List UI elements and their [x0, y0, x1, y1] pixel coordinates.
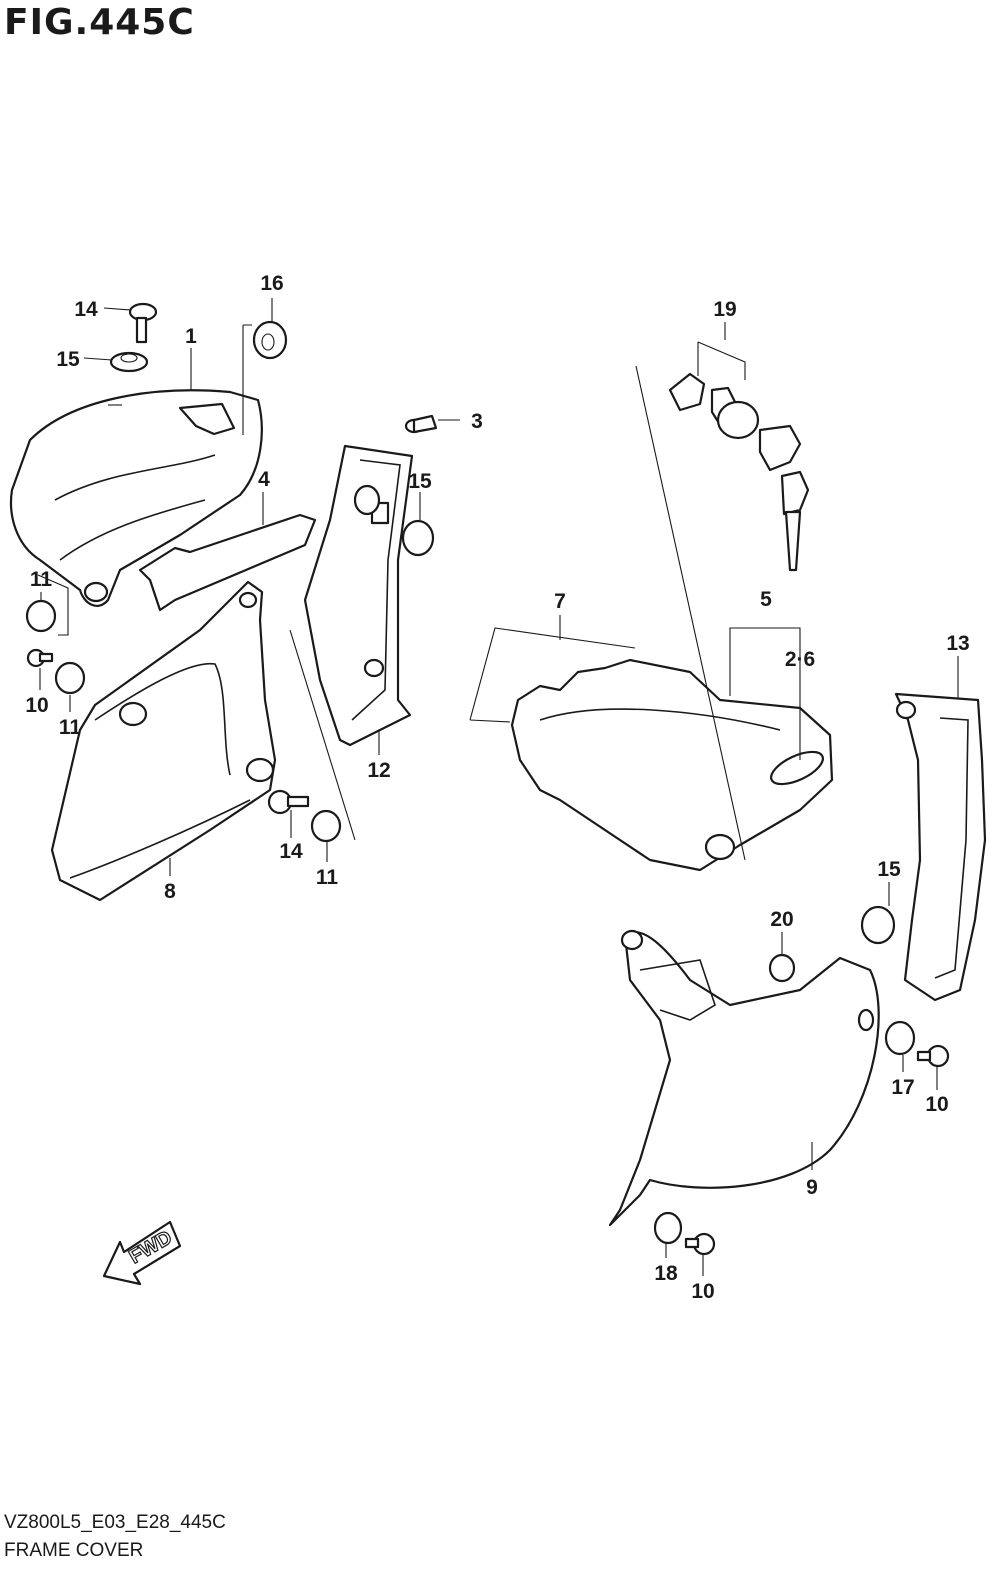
callout-15-right: 15 [877, 858, 901, 881]
leader-11-diagonal [289, 629, 356, 841]
part-9-lower-cover [608, 929, 880, 1227]
callout-10-right: 10 [925, 1093, 948, 1116]
leader-19-diagonal [635, 365, 746, 861]
callout-11-lower: 11 [59, 716, 82, 739]
callout-10-left: 10 [25, 694, 48, 717]
leader-16 [242, 324, 252, 435]
fwd-arrow-icon: FWD [102, 1220, 182, 1286]
callout-14-upper: 14 [74, 298, 98, 321]
callout-15-upper: 15 [56, 348, 80, 371]
leader-5 [729, 627, 801, 760]
part-18-grommet [653, 1211, 683, 1245]
callout-16: 16 [260, 272, 283, 295]
part-3-collar [404, 414, 438, 434]
part-14-screw-lower [267, 789, 310, 815]
part-15-grommet-right [860, 905, 896, 945]
leader-11 [37, 574, 69, 636]
callout-13: 13 [946, 632, 969, 655]
part-14-screw-upper [128, 302, 158, 344]
leader-19 [697, 341, 746, 380]
part-8-frame-cover-left [50, 580, 277, 902]
part-15-grommet-upper [109, 351, 149, 373]
figure-caption: FRAME COVER [4, 1540, 144, 1561]
callout-19: 19 [713, 298, 736, 321]
callout-14-lower: 14 [279, 840, 303, 863]
callout-8: 8 [164, 880, 176, 903]
callout-1: 1 [185, 325, 197, 348]
callout-12: 12 [367, 759, 390, 782]
part-12-bracket [303, 444, 414, 747]
callout-20: 20 [770, 908, 793, 931]
part-1-front-cover [9, 389, 263, 607]
part-11-grommets-left [25, 599, 342, 843]
callout-9: 9 [806, 1176, 818, 1199]
figure-code: VZ800L5_E03_E28_445C [4, 1512, 226, 1533]
part-4-strip [138, 513, 317, 612]
callout-7: 7 [554, 590, 566, 613]
callout-11-upper: 11 [30, 568, 53, 591]
callout-2-6: 2·6 [785, 648, 815, 671]
part-19-lock-set [668, 372, 810, 572]
figure-title: FIG.445C [4, 2, 195, 43]
part-10-screw-right [916, 1044, 950, 1068]
callout-18: 18 [654, 1262, 678, 1285]
part-10-screw-left [26, 648, 54, 668]
part-17-grommet [884, 1020, 916, 1056]
part-7-side-cover [510, 658, 834, 872]
part-10-screw-bottom [684, 1232, 716, 1256]
callout-3: 3 [471, 410, 483, 433]
callout-11-center: 11 [316, 866, 339, 889]
leader-7 [469, 627, 636, 723]
callout-4: 4 [258, 468, 270, 491]
part-13-strip-right [894, 692, 987, 1002]
callout-leaders [39, 298, 959, 1276]
callout-17: 17 [891, 1076, 914, 1099]
part-15-grommet-center [401, 519, 435, 557]
callout-5: 5 [760, 588, 772, 611]
callout-10-bottom: 10 [691, 1280, 714, 1303]
part-16-grommet [252, 320, 288, 360]
part-20-grommet [768, 953, 796, 983]
callout-15-center: 15 [408, 470, 432, 493]
